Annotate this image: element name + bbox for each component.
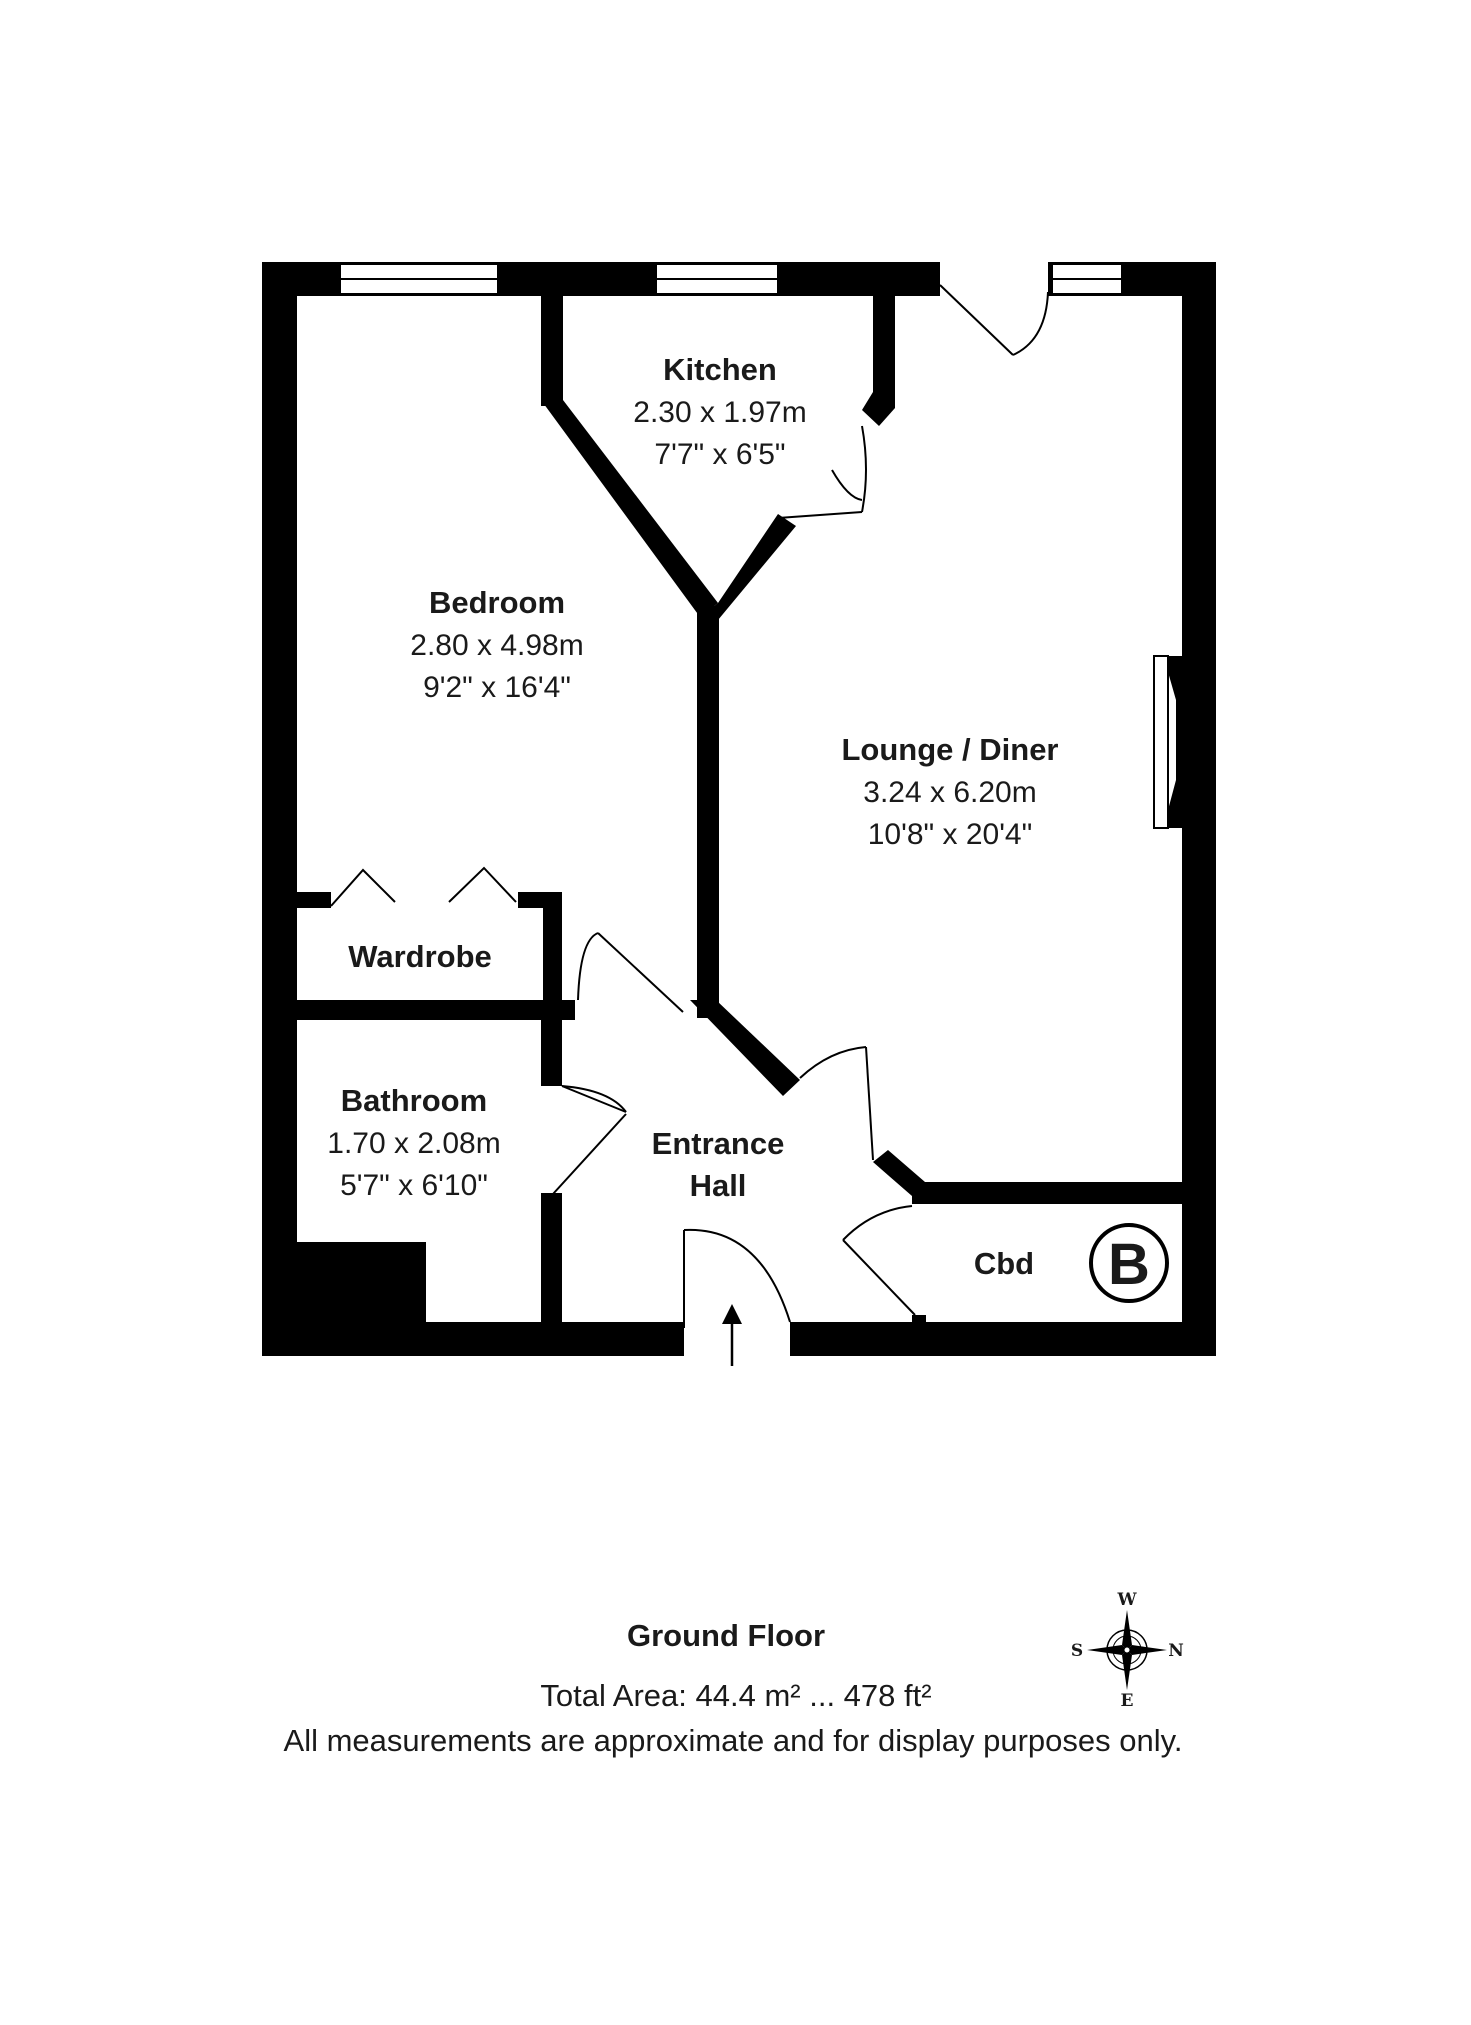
hall-name-line1: Entrance (652, 1126, 785, 1161)
bathroom-name: Bathroom (341, 1083, 487, 1118)
room-bedroom: Bedroom 2.80 x 4.98m 9'2" x 16'4" (410, 585, 583, 704)
room-lounge-diner: Lounge / Diner 3.24 x 6.20m 10'8" x 20'4… (842, 732, 1059, 851)
bedroom-window (339, 263, 499, 295)
lounge-imperial: 10'8" x 20'4" (868, 818, 1033, 851)
bedroom-imperial: 9'2" x 16'4" (423, 671, 571, 704)
room-bathroom: Bathroom 1.70 x 2.08m 5'7" x 6'10" (327, 1083, 500, 1202)
cupboard-name: Cbd (974, 1246, 1034, 1281)
outer-walls (262, 262, 1216, 1356)
compass-right: N (1168, 1641, 1184, 1661)
compass-top: W (1116, 1590, 1137, 1610)
lounge-top-window (1051, 263, 1123, 295)
kitchen-name: Kitchen (663, 352, 777, 387)
room-wardrobe: Wardrobe (348, 939, 492, 974)
doors (330, 284, 1049, 1328)
compass-left: S (1071, 1641, 1083, 1661)
kitchen-imperial: 7'7" x 6'5" (654, 438, 785, 471)
floor-info: Ground Floor Total Area: 44.4 m² ... 478… (284, 1618, 1183, 1758)
bathroom-imperial: 5'7" x 6'10" (340, 1169, 488, 1202)
kitchen-window (655, 263, 779, 295)
room-cupboard: Cbd B (974, 1223, 1169, 1303)
boiler-badge-icon: B (1089, 1223, 1169, 1303)
hall-name-line2: Hall (690, 1168, 747, 1203)
lounge-side-window (1153, 655, 1182, 829)
disclaimer: All measurements are approximate and for… (284, 1723, 1183, 1758)
bathroom-metric: 1.70 x 2.08m (327, 1127, 500, 1160)
kitchen-metric: 2.30 x 1.97m (633, 396, 806, 429)
compass-icon: W N E S (1071, 1590, 1184, 1711)
lounge-name: Lounge / Diner (842, 732, 1059, 767)
compass-bottom: E (1121, 1691, 1134, 1711)
lounge-metric: 3.24 x 6.20m (863, 776, 1036, 809)
bedroom-name: Bedroom (429, 585, 565, 620)
entrance-arrow-icon (722, 1304, 742, 1366)
floor-name: Ground Floor (627, 1618, 825, 1653)
room-entrance-hall: Entrance Hall (652, 1126, 785, 1203)
room-kitchen: Kitchen 2.30 x 1.97m 7'7" x 6'5" (633, 352, 806, 471)
total-area: Total Area: 44.4 m² ... 478 ft² (540, 1678, 931, 1713)
wardrobe-name: Wardrobe (348, 939, 492, 974)
badge-letter: B (1108, 1232, 1150, 1297)
interior-walls (297, 290, 1182, 1328)
windows (339, 263, 1182, 829)
bedroom-metric: 2.80 x 4.98m (410, 629, 583, 662)
